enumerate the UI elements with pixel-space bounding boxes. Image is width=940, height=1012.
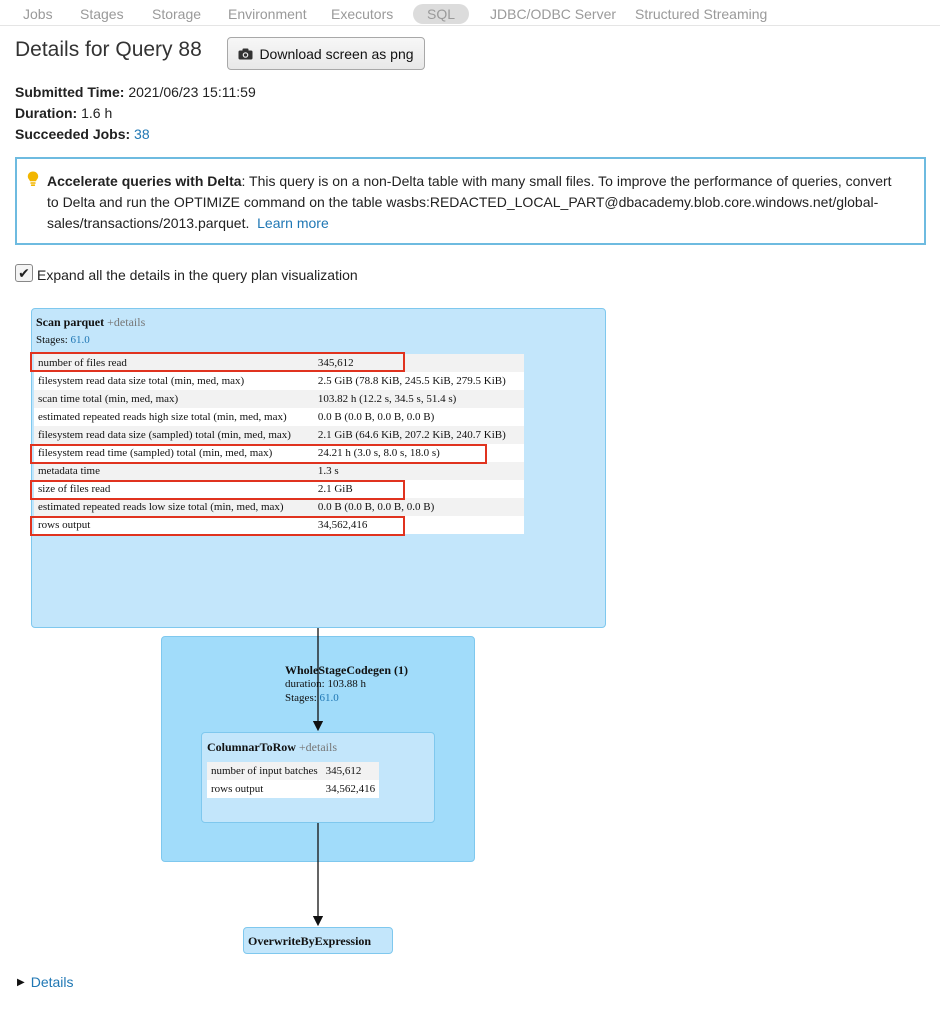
tab-executors[interactable]: Executors (331, 6, 394, 22)
duration-row: Duration: 1.6 h (15, 105, 112, 121)
scan-metric-row: filesystem read data size total (min, me… (34, 372, 524, 390)
scan-metric-value: 345,612 (313, 354, 524, 372)
tab-stages[interactable]: Stages (80, 6, 124, 22)
codegen-stages-link[interactable]: 61.0 (319, 692, 339, 704)
codegen-title: WholeStageCodegen (1) (285, 663, 408, 677)
tab-storage[interactable]: Storage (152, 6, 202, 22)
scan-stages-label: Stages: (36, 334, 68, 346)
succeeded-jobs-link[interactable]: 38 (134, 126, 150, 142)
submitted-time-value: 2021/06/23 15:11:59 (128, 84, 256, 100)
scan-metric-row: filesystem read time (sampled) total (mi… (34, 444, 524, 462)
alert-text: Accelerate queries with Delta: This quer… (47, 171, 907, 234)
scan-metric-name: metadata time (34, 462, 314, 480)
overwrite-title: OverwriteByExpression (248, 934, 372, 948)
scan-metric-row: estimated repeated reads low size total … (34, 498, 524, 516)
page-title: Details for Query 88 (15, 38, 202, 61)
tab-environment[interactable]: Environment (228, 6, 307, 22)
submitted-time-row: Submitted Time: 2021/06/23 15:11:59 (15, 84, 256, 100)
expand-details-row: ✔ Expand all the details in the query pl… (15, 262, 358, 284)
expand-details-label: Expand all the details in the query plan… (37, 266, 358, 283)
duration-label: Duration: (15, 105, 78, 121)
columnar-metric-name: rows output (207, 780, 322, 798)
delta-recommendation-alert: Accelerate queries with Delta: This quer… (15, 157, 926, 245)
top-navbar: Jobs Stages Storage Environment Executor… (0, 0, 940, 26)
scan-metric-row: filesystem read data size (sampled) tota… (34, 426, 524, 444)
scan-metric-name: filesystem read data size total (min, me… (34, 372, 314, 390)
scan-metric-name: estimated repeated reads high size total… (34, 408, 314, 426)
columnar-details-link[interactable]: +details (298, 740, 337, 754)
scan-metric-name: filesystem read time (sampled) total (mi… (34, 444, 314, 462)
columnar-metric-name: number of input batches (207, 762, 322, 780)
codegen-duration-value: 103.88 h (327, 678, 366, 690)
duration-value: 1.6 h (81, 105, 113, 121)
columnar-metric-value: 34,562,416 (321, 780, 380, 798)
scan-metric-value: 1.3 s (313, 462, 524, 480)
submitted-time-label: Submitted Time: (15, 84, 125, 100)
scan-metric-name: number of files read (34, 354, 314, 372)
scan-stages-link[interactable]: 61.0 (70, 334, 90, 346)
overwrite-by-expression-node[interactable]: OverwriteByExpression (243, 927, 393, 954)
scan-metric-name: size of files read (34, 480, 314, 498)
scan-metric-row: scan time total (min, med, max)103.82 h … (34, 390, 524, 408)
camera-icon (238, 48, 253, 59)
codegen-stages-label: Stages: (285, 692, 317, 704)
scan-metric-row: estimated repeated reads high size total… (34, 408, 524, 426)
scan-parquet-node[interactable]: Scan parquet +details Stages: 61.0 numbe… (31, 308, 606, 628)
scan-metric-value: 34,562,416 (313, 516, 524, 534)
alert-heading: Accelerate queries with Delta (47, 173, 242, 189)
checkmark-icon: ✔ (18, 264, 30, 281)
columnar-metric-value: 345,612 (321, 762, 380, 780)
scan-metric-value: 24.21 h (3.0 s, 8.0 s, 18.0 s) (313, 444, 524, 462)
tab-jobs[interactable]: Jobs (23, 6, 53, 22)
expand-details-checkbox[interactable]: ✔ (15, 264, 33, 282)
scan-metric-value: 2.1 GiB (64.6 KiB, 207.2 KiB, 240.7 KiB) (313, 426, 524, 444)
scan-metric-name: scan time total (min, med, max) (34, 390, 314, 408)
scan-metric-name: estimated repeated reads low size total … (34, 498, 314, 516)
scan-metric-value: 103.82 h (12.2 s, 34.5 s, 51.4 s) (313, 390, 524, 408)
tab-sql[interactable]: SQL (413, 4, 470, 24)
details-toggle[interactable]: ▶ Details (17, 974, 74, 990)
download-button-label: Download screen as png (259, 45, 414, 62)
succeeded-jobs-row: Succeeded Jobs: 38 (15, 126, 150, 142)
tab-structured-streaming[interactable]: Structured Streaming (635, 6, 768, 22)
details-link[interactable]: Details (30, 974, 74, 990)
scan-metric-value: 0.0 B (0.0 B, 0.0 B, 0.0 B) (313, 498, 524, 516)
learn-more-link[interactable]: Learn more (257, 215, 329, 231)
scan-metric-name: filesystem read data size (sampled) tota… (34, 426, 314, 444)
columnar-title: ColumnarToRow (207, 740, 296, 754)
columnar-to-row-node[interactable]: ColumnarToRow +details number of input b… (201, 732, 435, 823)
caret-right-icon: ▶ (17, 976, 25, 988)
scan-metric-value: 2.1 GiB (313, 480, 524, 498)
scan-metric-name: rows output (34, 516, 314, 534)
scan-parquet-title: Scan parquet (36, 315, 105, 329)
succeeded-jobs-label: Succeeded Jobs: (15, 126, 131, 142)
lightbulb-icon (27, 171, 39, 186)
scan-details-link[interactable]: +details (107, 315, 146, 329)
scan-metric-value: 2.5 GiB (78.8 KiB, 245.5 KiB, 279.5 KiB) (313, 372, 524, 390)
tab-jdbc-odbc-server[interactable]: JDBC/ODBC Server (490, 6, 617, 22)
codegen-duration-label: duration: (285, 678, 325, 690)
alert-body: : This query is on a non-Delta table wit… (47, 173, 892, 231)
scan-metric-value: 0.0 B (0.0 B, 0.0 B, 0.0 B) (313, 408, 524, 426)
download-png-button[interactable]: Download screen as png (227, 37, 425, 70)
